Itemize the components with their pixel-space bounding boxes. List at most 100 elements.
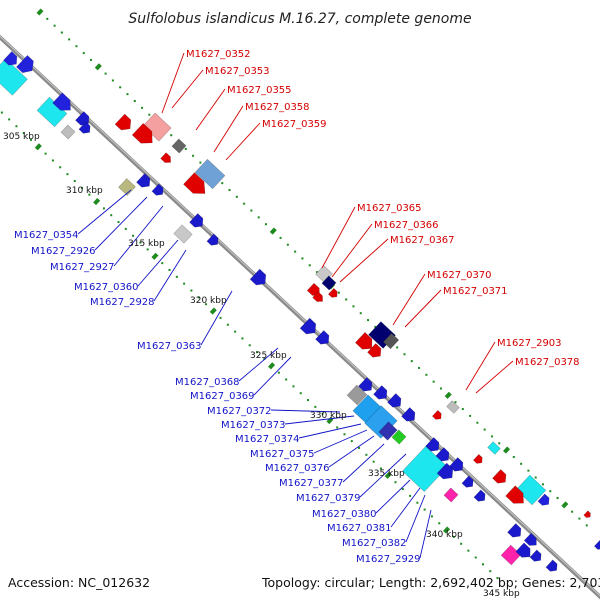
tick-dot xyxy=(469,414,472,417)
gene-arrow-shape xyxy=(299,317,317,335)
gene-label-forward[interactable]: M1627_0358 xyxy=(245,102,310,113)
gene-block-shape xyxy=(443,487,459,503)
gene-block xyxy=(382,332,400,350)
tick-dot xyxy=(51,159,54,162)
tick-dot xyxy=(60,31,63,34)
tick-dot xyxy=(139,241,142,244)
tick-dot xyxy=(384,471,392,479)
tick-dot xyxy=(151,252,159,260)
tick-dot xyxy=(467,549,470,552)
gene-label-forward[interactable]: M1627_0359 xyxy=(262,119,327,130)
gene-label-reverse[interactable]: M1627_0381 xyxy=(327,523,392,534)
gene-label-reverse[interactable]: M1627_2928 xyxy=(90,297,155,308)
tick-dot xyxy=(248,344,251,347)
tick-dot xyxy=(359,312,362,315)
tick-dot xyxy=(82,52,85,55)
leader-line-forward xyxy=(404,289,442,328)
gene-label-forward[interactable]: M1627_0370 xyxy=(427,270,492,281)
gene-block xyxy=(194,158,226,190)
tick-dot xyxy=(243,202,246,205)
tick-dot xyxy=(454,401,457,404)
gene-label-reverse[interactable]: M1627_2929 xyxy=(356,554,421,565)
gene-arrow-shape xyxy=(358,377,373,392)
gene-label-forward[interactable]: M1627_0366 xyxy=(374,220,439,231)
genome-backbone-highlight xyxy=(0,35,600,597)
tick-dot xyxy=(541,483,544,486)
gene-label-forward[interactable]: M1627_0378 xyxy=(515,357,580,368)
gene-arrow-shape xyxy=(315,330,330,345)
tick-dot xyxy=(268,362,276,370)
gene-block xyxy=(402,445,448,493)
leader-line-reverse xyxy=(328,435,375,468)
gene-label-forward[interactable]: M1627_0355 xyxy=(227,85,292,96)
gene-label-forward[interactable]: M1627_0365 xyxy=(357,203,422,214)
gene-arrow xyxy=(367,343,382,358)
gene-label-reverse[interactable]: M1627_0373 xyxy=(221,420,286,431)
gene-block-shape xyxy=(171,138,187,154)
gene-arrow xyxy=(183,172,206,194)
tick-dot xyxy=(490,435,493,438)
leader-line-forward xyxy=(339,238,389,283)
gene-block-shape xyxy=(321,275,337,291)
scale-tick-label: 345 kbp xyxy=(483,589,520,599)
gene-arrow-shape xyxy=(461,475,474,488)
tick-dot xyxy=(75,45,78,48)
gene-block-shape xyxy=(487,441,501,455)
tick-dot xyxy=(430,515,433,518)
gene-label-forward[interactable]: M1627_0352 xyxy=(186,49,251,60)
gene-label-reverse[interactable]: M1627_0377 xyxy=(279,478,344,489)
gene-label-reverse[interactable]: M1627_0379 xyxy=(296,493,361,504)
gene-arrow xyxy=(136,173,151,188)
gene-block-shape xyxy=(382,332,400,350)
gene-label-forward[interactable]: M1627_2903 xyxy=(497,338,562,349)
gene-label-reverse[interactable]: M1627_0382 xyxy=(342,538,407,549)
tick-dot xyxy=(184,147,187,150)
tick-dot xyxy=(489,570,492,573)
gene-arrow-shape xyxy=(327,287,338,298)
gene-label-forward[interactable]: M1627_0367 xyxy=(390,235,455,246)
tick-dot xyxy=(307,399,310,402)
tick-dot xyxy=(401,488,404,491)
tick-dot xyxy=(549,490,552,493)
gene-label-forward[interactable]: M1627_0353 xyxy=(205,66,270,77)
gene-labels: M1627_0352M1627_0353M1627_0355M1627_0358… xyxy=(14,49,580,565)
tick-dot xyxy=(175,275,178,278)
gene-arrow xyxy=(523,532,537,546)
gene-block-shape xyxy=(500,544,522,566)
tick-dot xyxy=(228,188,231,191)
gene-arrow xyxy=(387,393,402,408)
gene-label-reverse[interactable]: M1627_0372 xyxy=(207,406,272,417)
tick-dot-tracks xyxy=(0,8,588,580)
gene-label-reverse[interactable]: M1627_0376 xyxy=(265,463,330,474)
gene-label-reverse[interactable]: M1627_0363 xyxy=(137,341,202,352)
tick-dot xyxy=(285,378,288,381)
tick-dot xyxy=(571,510,574,513)
gene-label-reverse[interactable]: M1627_0369 xyxy=(190,391,255,402)
gene-label-reverse[interactable]: M1627_0375 xyxy=(250,449,315,460)
gene-arrow xyxy=(327,287,338,298)
gene-label-reverse[interactable]: M1627_0380 xyxy=(312,509,377,520)
tick-dot xyxy=(474,556,477,559)
gene-label-reverse[interactable]: M1627_0374 xyxy=(235,434,300,445)
gene-block xyxy=(173,224,193,244)
tick-dot xyxy=(93,197,101,206)
gene-arrow xyxy=(299,317,317,335)
gene-label-reverse[interactable]: M1627_2927 xyxy=(50,262,115,273)
tick-dot xyxy=(30,138,33,141)
gene-label-forward[interactable]: M1627_0371 xyxy=(443,286,508,297)
gene-arrow-shape xyxy=(114,113,132,131)
tick-dot xyxy=(263,357,266,360)
leader-line-reverse xyxy=(359,453,407,498)
tick-dot xyxy=(256,351,259,354)
tick-dot xyxy=(133,99,136,102)
tick-dot xyxy=(461,408,464,411)
gene-label-reverse[interactable]: M1627_2926 xyxy=(31,246,96,257)
gene-label-reverse[interactable]: M1627_0354 xyxy=(14,230,79,241)
gene-arrow xyxy=(151,183,164,196)
gene-arrow-shape xyxy=(435,447,450,462)
gene-block-shape xyxy=(173,224,193,244)
gene-label-reverse[interactable]: M1627_0368 xyxy=(175,377,240,388)
gene-label-reverse[interactable]: M1627_0360 xyxy=(74,282,139,293)
gene-arrow xyxy=(425,437,440,452)
